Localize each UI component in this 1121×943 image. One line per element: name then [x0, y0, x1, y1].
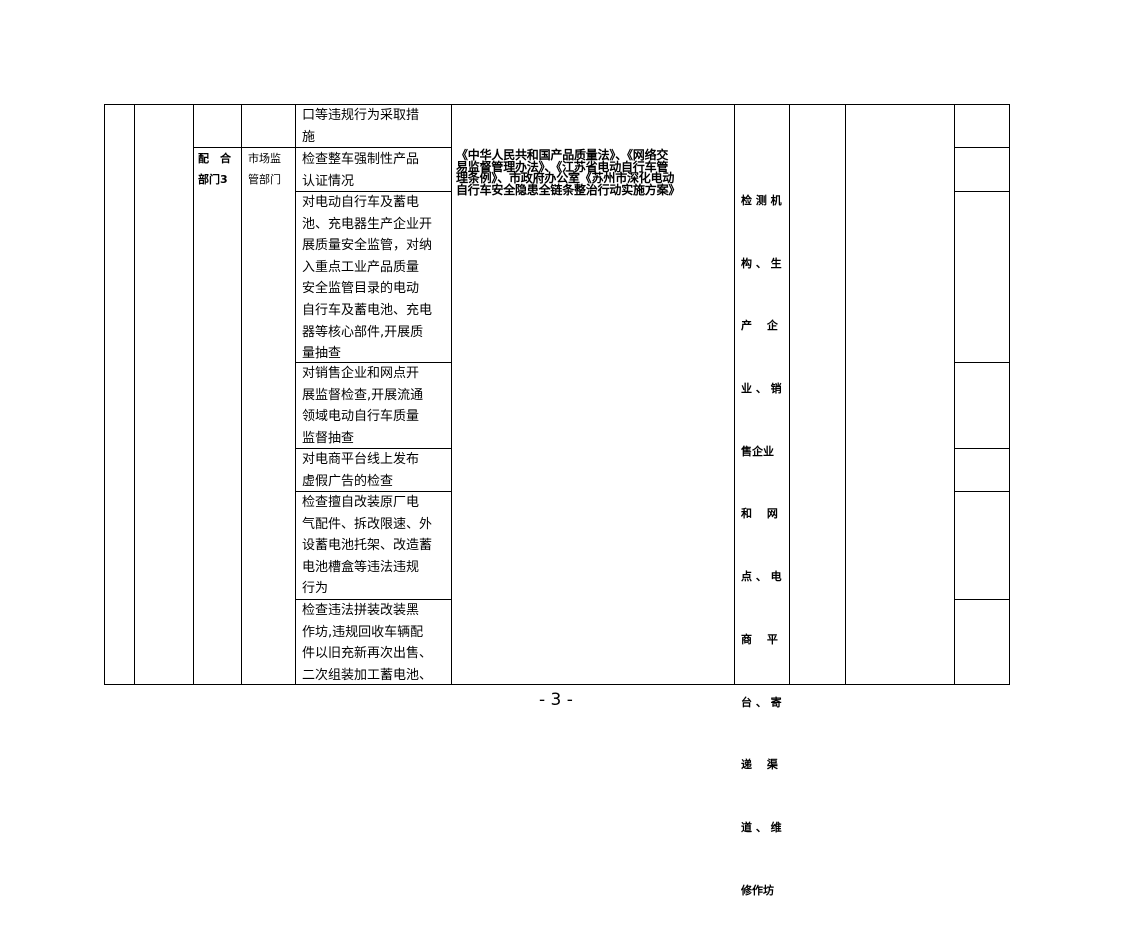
- text-line: 易监督管理办法》、《江苏省电动自行车管: [456, 159, 669, 174]
- task-cell: 对电动自行车及蓄电 池、充电器生产企业开 展质量安全监管，对纳 入重点工业产品质…: [302, 192, 432, 365]
- document-page: 口等违规行为采取措 施 配 合 部门3 市场监 管部门 检查整车强制性产品 认证…: [104, 104, 1010, 897]
- text-line: 对销售企业和网点开: [302, 366, 420, 381]
- text-line: 展监督检查,开展流通: [302, 387, 424, 403]
- col-border: [134, 104, 135, 685]
- row-border: [954, 362, 1010, 363]
- text-line: 配 合: [198, 152, 231, 165]
- text-line: 施: [302, 129, 316, 145]
- row-border: [295, 362, 451, 363]
- col-border: [845, 104, 846, 685]
- row-border: [295, 599, 451, 600]
- text-line: 行为: [302, 581, 329, 597]
- text-line: 对电商平台线上发布: [302, 452, 420, 467]
- text-line: 设蓄电池托架、改造蓄: [302, 538, 433, 554]
- text-line: 量抽查: [302, 346, 342, 362]
- text-line: 部门3: [198, 173, 228, 186]
- row-border: [954, 191, 1010, 192]
- text-line: 管部门: [248, 173, 281, 186]
- text-line: 自行车及蓄电池、充电: [302, 302, 433, 318]
- task-cell: 检查整车强制性产品 认证情况: [302, 149, 419, 192]
- text-line: 业 、 销: [741, 381, 782, 395]
- legal-basis-cell: 《中华人民共和国产品质量法》、《网络交 易监督管理办法》、《江苏省电动自行车管 …: [456, 148, 681, 197]
- text-line: 口等违规行为采取措: [302, 108, 420, 123]
- text-line: 道 、 维: [741, 821, 782, 834]
- text-line: 点 、 电: [741, 570, 782, 584]
- text-line: 售企业: [741, 444, 774, 458]
- col-border: [789, 104, 790, 685]
- text-line: 安全监管目录的电动: [302, 281, 420, 297]
- task-cell: 对销售企业和网点开 展监督检查,开展流通 领域电动自行车质量 监督抽查: [302, 363, 423, 449]
- text-line: 产 企: [741, 319, 778, 333]
- unit-cell: 市场监 管部门: [248, 148, 281, 190]
- col-border: [734, 104, 735, 685]
- text-line: 作坊,违规回收车辆配: [302, 624, 424, 640]
- text-line: 件以旧充新再次出售、: [302, 646, 433, 662]
- text-line: 领域电动自行车质量: [302, 409, 420, 425]
- row-border: [295, 191, 451, 192]
- text-line: 构 、 生: [741, 256, 782, 270]
- text-line: 台 、 寄: [741, 695, 782, 709]
- col-border: [295, 104, 296, 685]
- text-line: 市场监: [248, 152, 281, 165]
- col-border: [451, 104, 452, 685]
- text-line: 器等核心部件,开展质: [302, 324, 424, 340]
- task-cell: 检查违法拼装改装黑 作坊,违规回收车辆配 件以旧充新再次出售、 二次组装加工蓄电…: [302, 600, 432, 686]
- row-border: [954, 599, 1010, 600]
- text-line: 检查整车强制性产品: [302, 152, 420, 167]
- text-line: 池、充电器生产企业开: [302, 216, 433, 232]
- task-cell: 检查擅自改装原厂电 气配件、拆改限速、外 设蓄电池托架、改造蓄 电池槽盒等违法违…: [302, 492, 432, 600]
- inspected-objects-cell: 检 测 机 构 、 生 产 企 业 、 销 售企业 和 网 点 、 电 商 平 …: [741, 149, 782, 943]
- row-border: [954, 147, 1010, 148]
- text-line: 气配件、拆改限速、外: [302, 516, 433, 532]
- page-number: - 3 -: [539, 690, 573, 710]
- text-line: 认证情况: [302, 173, 355, 189]
- table-bottom-border: [104, 684, 1010, 685]
- coop-dept-cell: 配 合 部门3: [198, 148, 231, 190]
- text-line: 递 渠: [741, 758, 778, 772]
- text-line: 理条例》、市政府办公室《苏州市深化电动: [456, 171, 675, 185]
- continued-task-cell: 口等违规行为采取措 施: [302, 105, 419, 148]
- row-border: [954, 448, 1010, 449]
- row-border: [954, 491, 1010, 492]
- text-line: 自行车安全隐患全链条整治行动实施方案》: [456, 182, 681, 197]
- task-cell: 对电商平台线上发布 虚假广告的检查: [302, 449, 419, 492]
- col-border: [104, 104, 105, 685]
- text-line: 检查擅自改装原厂电: [302, 495, 420, 510]
- text-line: 电池槽盒等违法违规: [302, 559, 420, 575]
- row-border: [193, 147, 451, 148]
- row-border: [295, 448, 451, 449]
- col-border: [193, 104, 194, 685]
- text-line: 展质量安全监管，对纳: [302, 238, 433, 254]
- col-border: [954, 104, 955, 685]
- text-line: 入重点工业产品质量: [302, 259, 420, 275]
- col-border: [241, 104, 242, 685]
- text-line: 监督抽查: [302, 430, 355, 446]
- text-line: 商 平: [741, 632, 778, 646]
- row-border: [295, 491, 451, 492]
- text-line: 虚假广告的检查: [302, 473, 394, 489]
- text-line: 检 测 机: [741, 193, 782, 207]
- text-line: 二次组装加工蓄电池、: [302, 667, 433, 683]
- text-line: 和 网: [741, 507, 778, 521]
- text-line: 对电动自行车及蓄电: [302, 195, 420, 210]
- table-top-border: [104, 104, 1010, 105]
- col-border: [1009, 104, 1010, 685]
- text-line: 检查违法拼装改装黑: [302, 603, 420, 618]
- text-line: 修作坊: [741, 883, 774, 897]
- text-line: 《中华人民共和国产品质量法》、《网络交: [456, 148, 669, 162]
